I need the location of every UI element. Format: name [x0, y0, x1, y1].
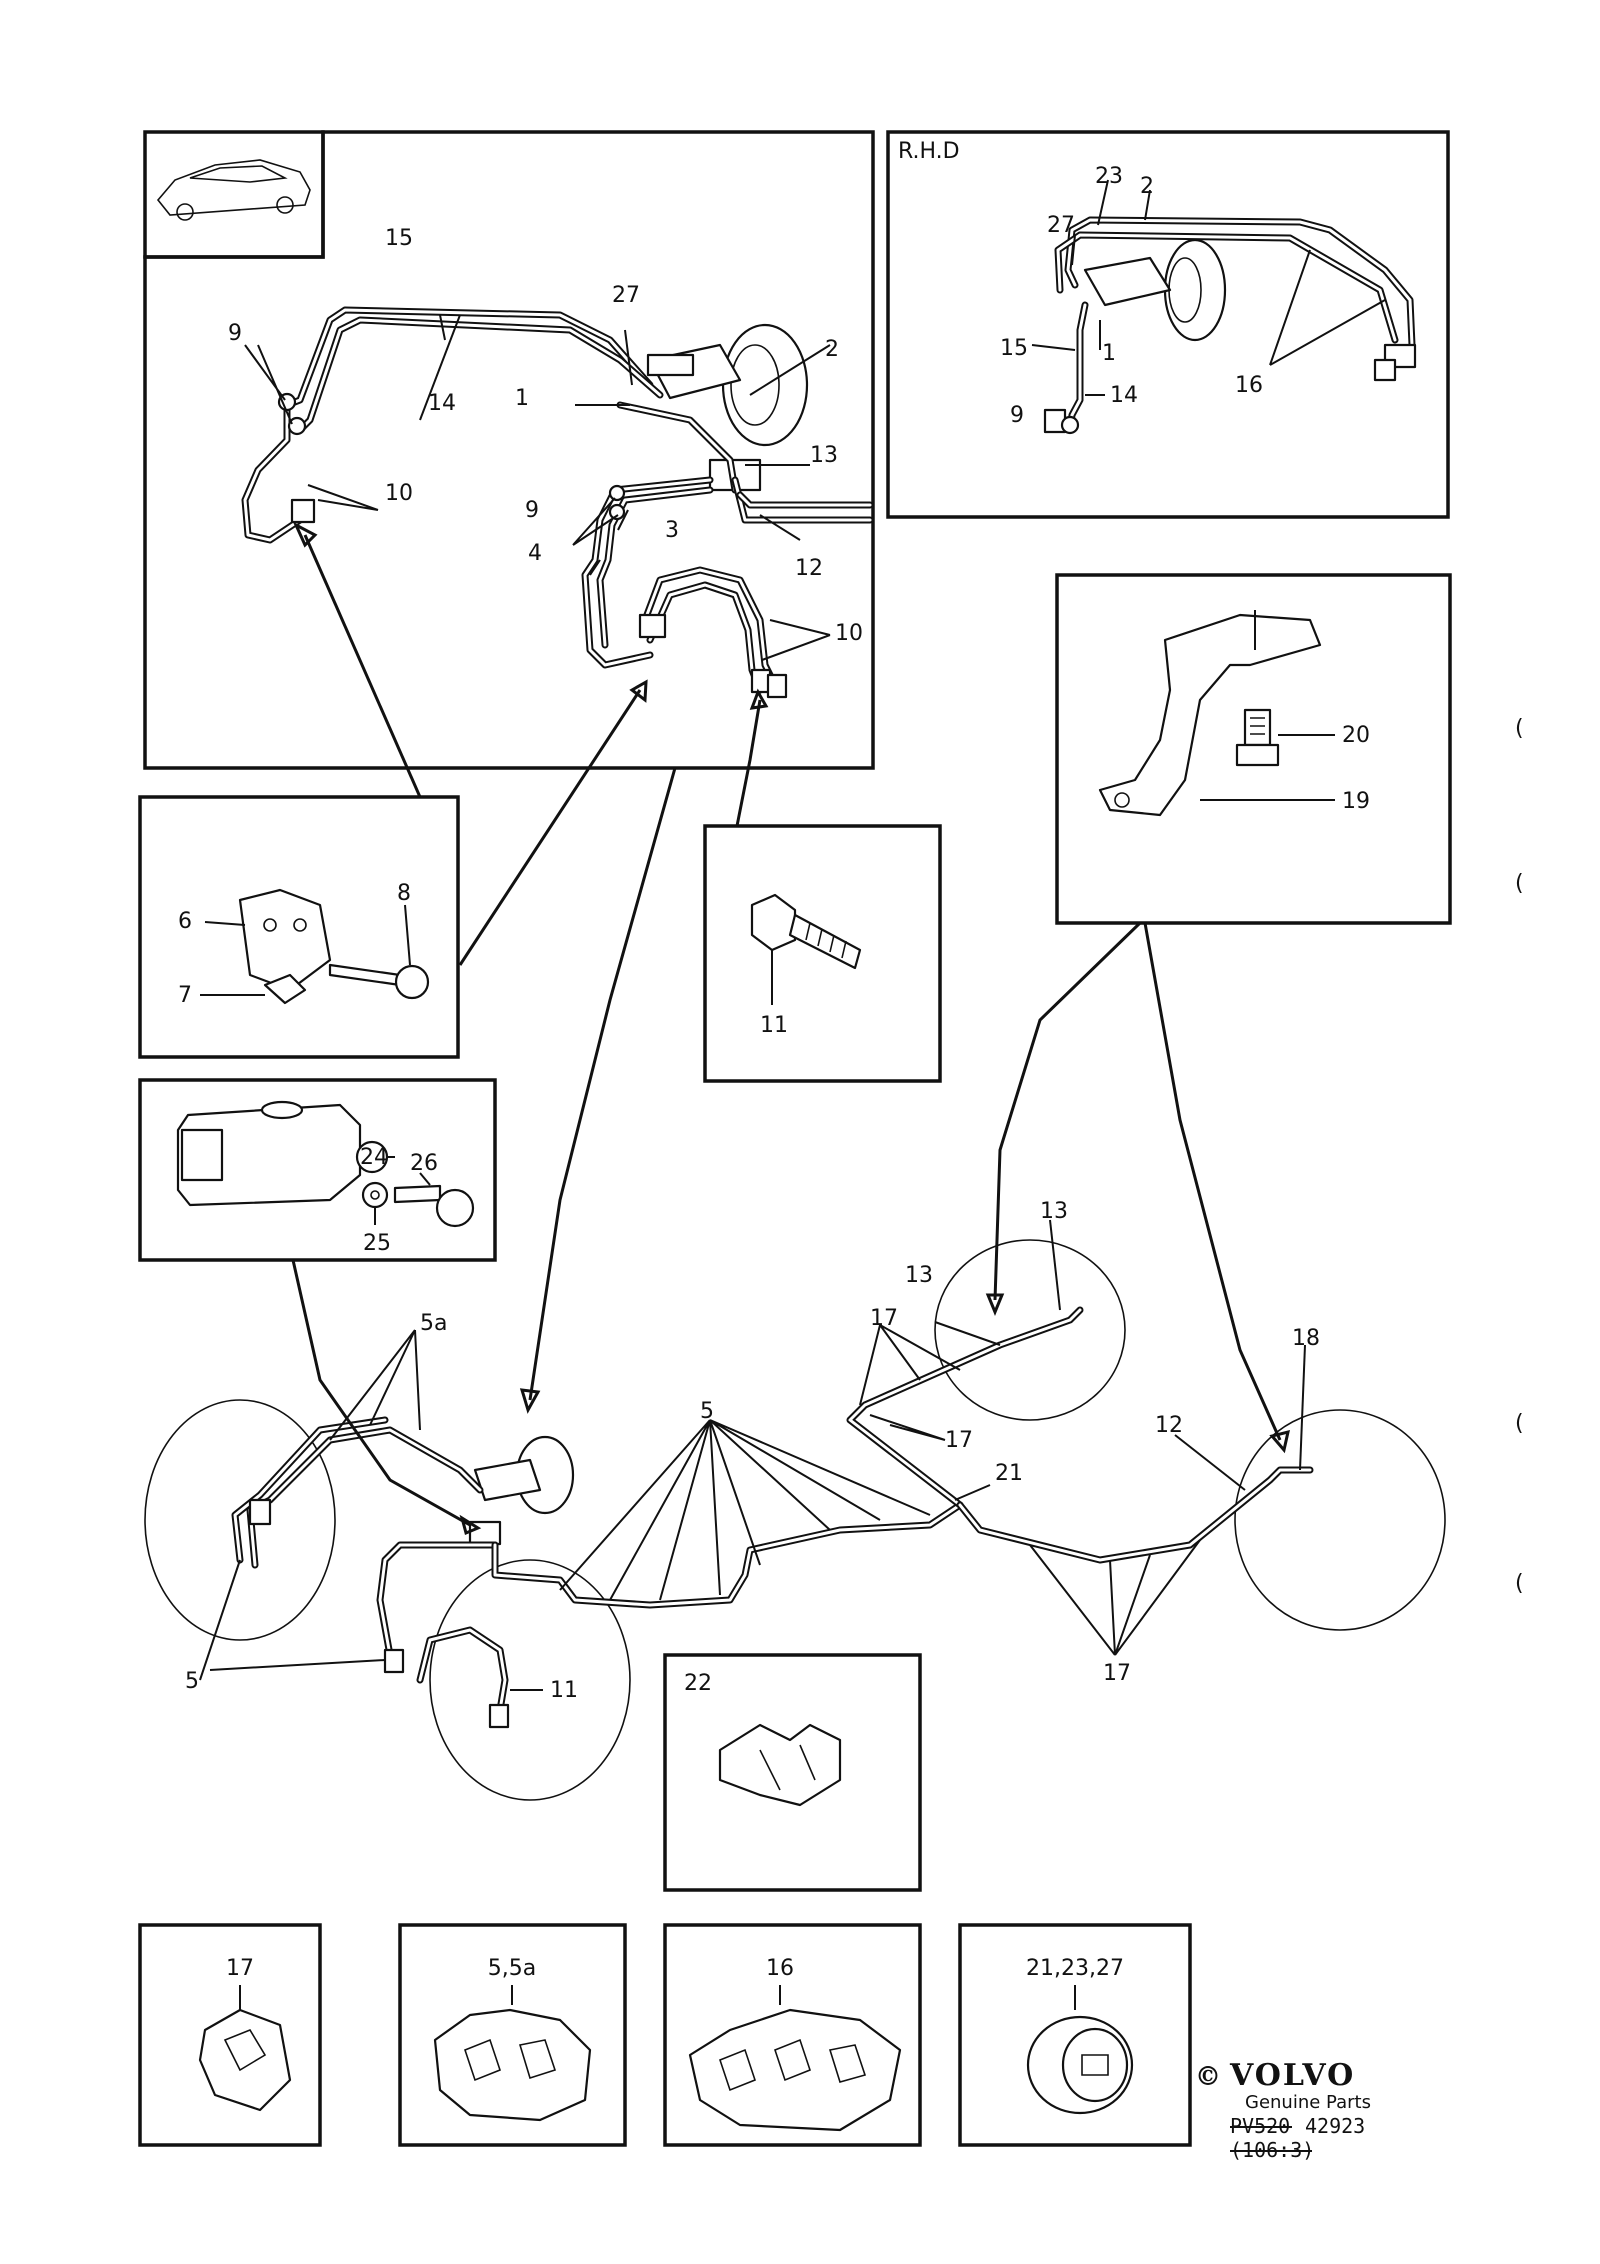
label-1: 1	[515, 386, 529, 411]
label-4: 4	[528, 541, 542, 566]
rhd-label-16: 16	[1235, 373, 1263, 398]
label-2: 2	[825, 337, 839, 362]
chassis-overview: 5a 5 13 13 17 17 21 18 12 17 5 11	[144, 1199, 1446, 1801]
chassis-label-17a: 17	[870, 1306, 898, 1331]
diagram-code: 42923	[1305, 2114, 1365, 2138]
chassis-label-13a: 13	[1040, 1199, 1068, 1224]
brand-tagline: Genuine Parts	[1245, 2092, 1371, 2113]
bottom-clip-17-label: 17	[226, 1956, 254, 1981]
bracket-label-20: 20	[1342, 723, 1370, 748]
chassis-label-21: 21	[995, 1461, 1023, 1486]
margin-marks: ( ( ( (	[1515, 716, 1524, 1596]
car-thumbnail	[143, 130, 325, 259]
chassis-label-17c: 17	[1103, 1661, 1131, 1686]
label-14: 14	[428, 391, 456, 416]
volvo-brand-block: © VOLVO Genuine Parts PV520 42923 (106:3…	[1195, 2058, 1371, 2162]
rhd-label-1: 1	[1102, 341, 1116, 366]
rhd-label-9: 9	[1010, 403, 1024, 428]
bottom-clip-5-5a: 5,5a	[398, 1923, 627, 2147]
label-10: 10	[385, 481, 413, 506]
rhd-label-27: 27	[1047, 213, 1075, 238]
clip-22-label: 22	[684, 1671, 712, 1696]
rhd-label-14: 14	[1110, 383, 1138, 408]
bottom-clip-21-23-27-label: 21,23,27	[1026, 1956, 1124, 1981]
valve-label-26: 26	[410, 1151, 438, 1176]
rhd-label-15: 15	[1000, 336, 1028, 361]
margin-mark-1: (	[1515, 716, 1524, 741]
chassis-label-11: 11	[550, 1678, 578, 1703]
callout-arrows	[291, 521, 1290, 1536]
valve-label-25: 25	[363, 1231, 391, 1256]
chassis-label-12: 12	[1155, 1413, 1183, 1438]
chassis-label-5: 5	[700, 1399, 714, 1424]
clamp-label-8: 8	[397, 881, 411, 906]
margin-mark-2: (	[1515, 871, 1524, 896]
clip-panel-22: 22	[663, 1653, 922, 1892]
label-3: 3	[665, 518, 679, 543]
chassis-label-5b: 5	[185, 1669, 199, 1694]
rhd-label-2: 2	[1140, 174, 1154, 199]
clamp-panel: 6 7 8	[138, 795, 460, 1059]
chassis-label-17b: 17	[945, 1428, 973, 1453]
brake-servo	[646, 323, 809, 492]
label-9: 9	[228, 321, 242, 346]
bottom-clip-5-5a-label: 5,5a	[488, 1956, 536, 1981]
chassis-label-5a: 5a	[420, 1311, 447, 1336]
rhd-title: R.H.D	[898, 139, 960, 164]
bottom-clip-16: 16	[663, 1923, 922, 2147]
label-27: 27	[612, 283, 640, 308]
union-label-11: 11	[760, 1013, 788, 1038]
margin-mark-3: (	[1515, 1411, 1524, 1436]
union-panel: 11	[703, 824, 942, 1083]
bracket-panel: 20 19	[1055, 573, 1452, 925]
valve-panel: 24 26 25	[138, 1078, 497, 1262]
bottom-clip-21-23-27: 21,23,27	[958, 1923, 1192, 2147]
label-9b: 9	[525, 498, 539, 523]
bottom-clip-16-label: 16	[766, 1956, 794, 1981]
chassis-label-18: 18	[1292, 1326, 1320, 1351]
clamp-label-7: 7	[178, 983, 192, 1008]
label-13: 13	[810, 443, 838, 468]
clamp-label-6: 6	[178, 909, 192, 934]
margin-mark-4: (	[1515, 1571, 1524, 1596]
rhd-label-23: 23	[1095, 164, 1123, 189]
copyright-mark: ©	[1195, 2062, 1223, 2092]
brand-name: VOLVO	[1229, 2058, 1355, 2093]
bottom-clip-17: 17	[138, 1923, 322, 2147]
label-10b: 10	[835, 621, 863, 646]
label-15: 15	[385, 226, 413, 251]
chassis-label-13b: 13	[905, 1263, 933, 1288]
valve-label-24: 24	[360, 1145, 388, 1170]
main-brake-panel: 9 10 12 13 14 15 1 27 2 3 4 9 10	[143, 130, 875, 770]
label-12: 12	[795, 556, 823, 581]
bracket-label-19: 19	[1342, 789, 1370, 814]
rhd-panel: R.H.D 23 2 27 1 15 14 9 16	[886, 130, 1450, 519]
